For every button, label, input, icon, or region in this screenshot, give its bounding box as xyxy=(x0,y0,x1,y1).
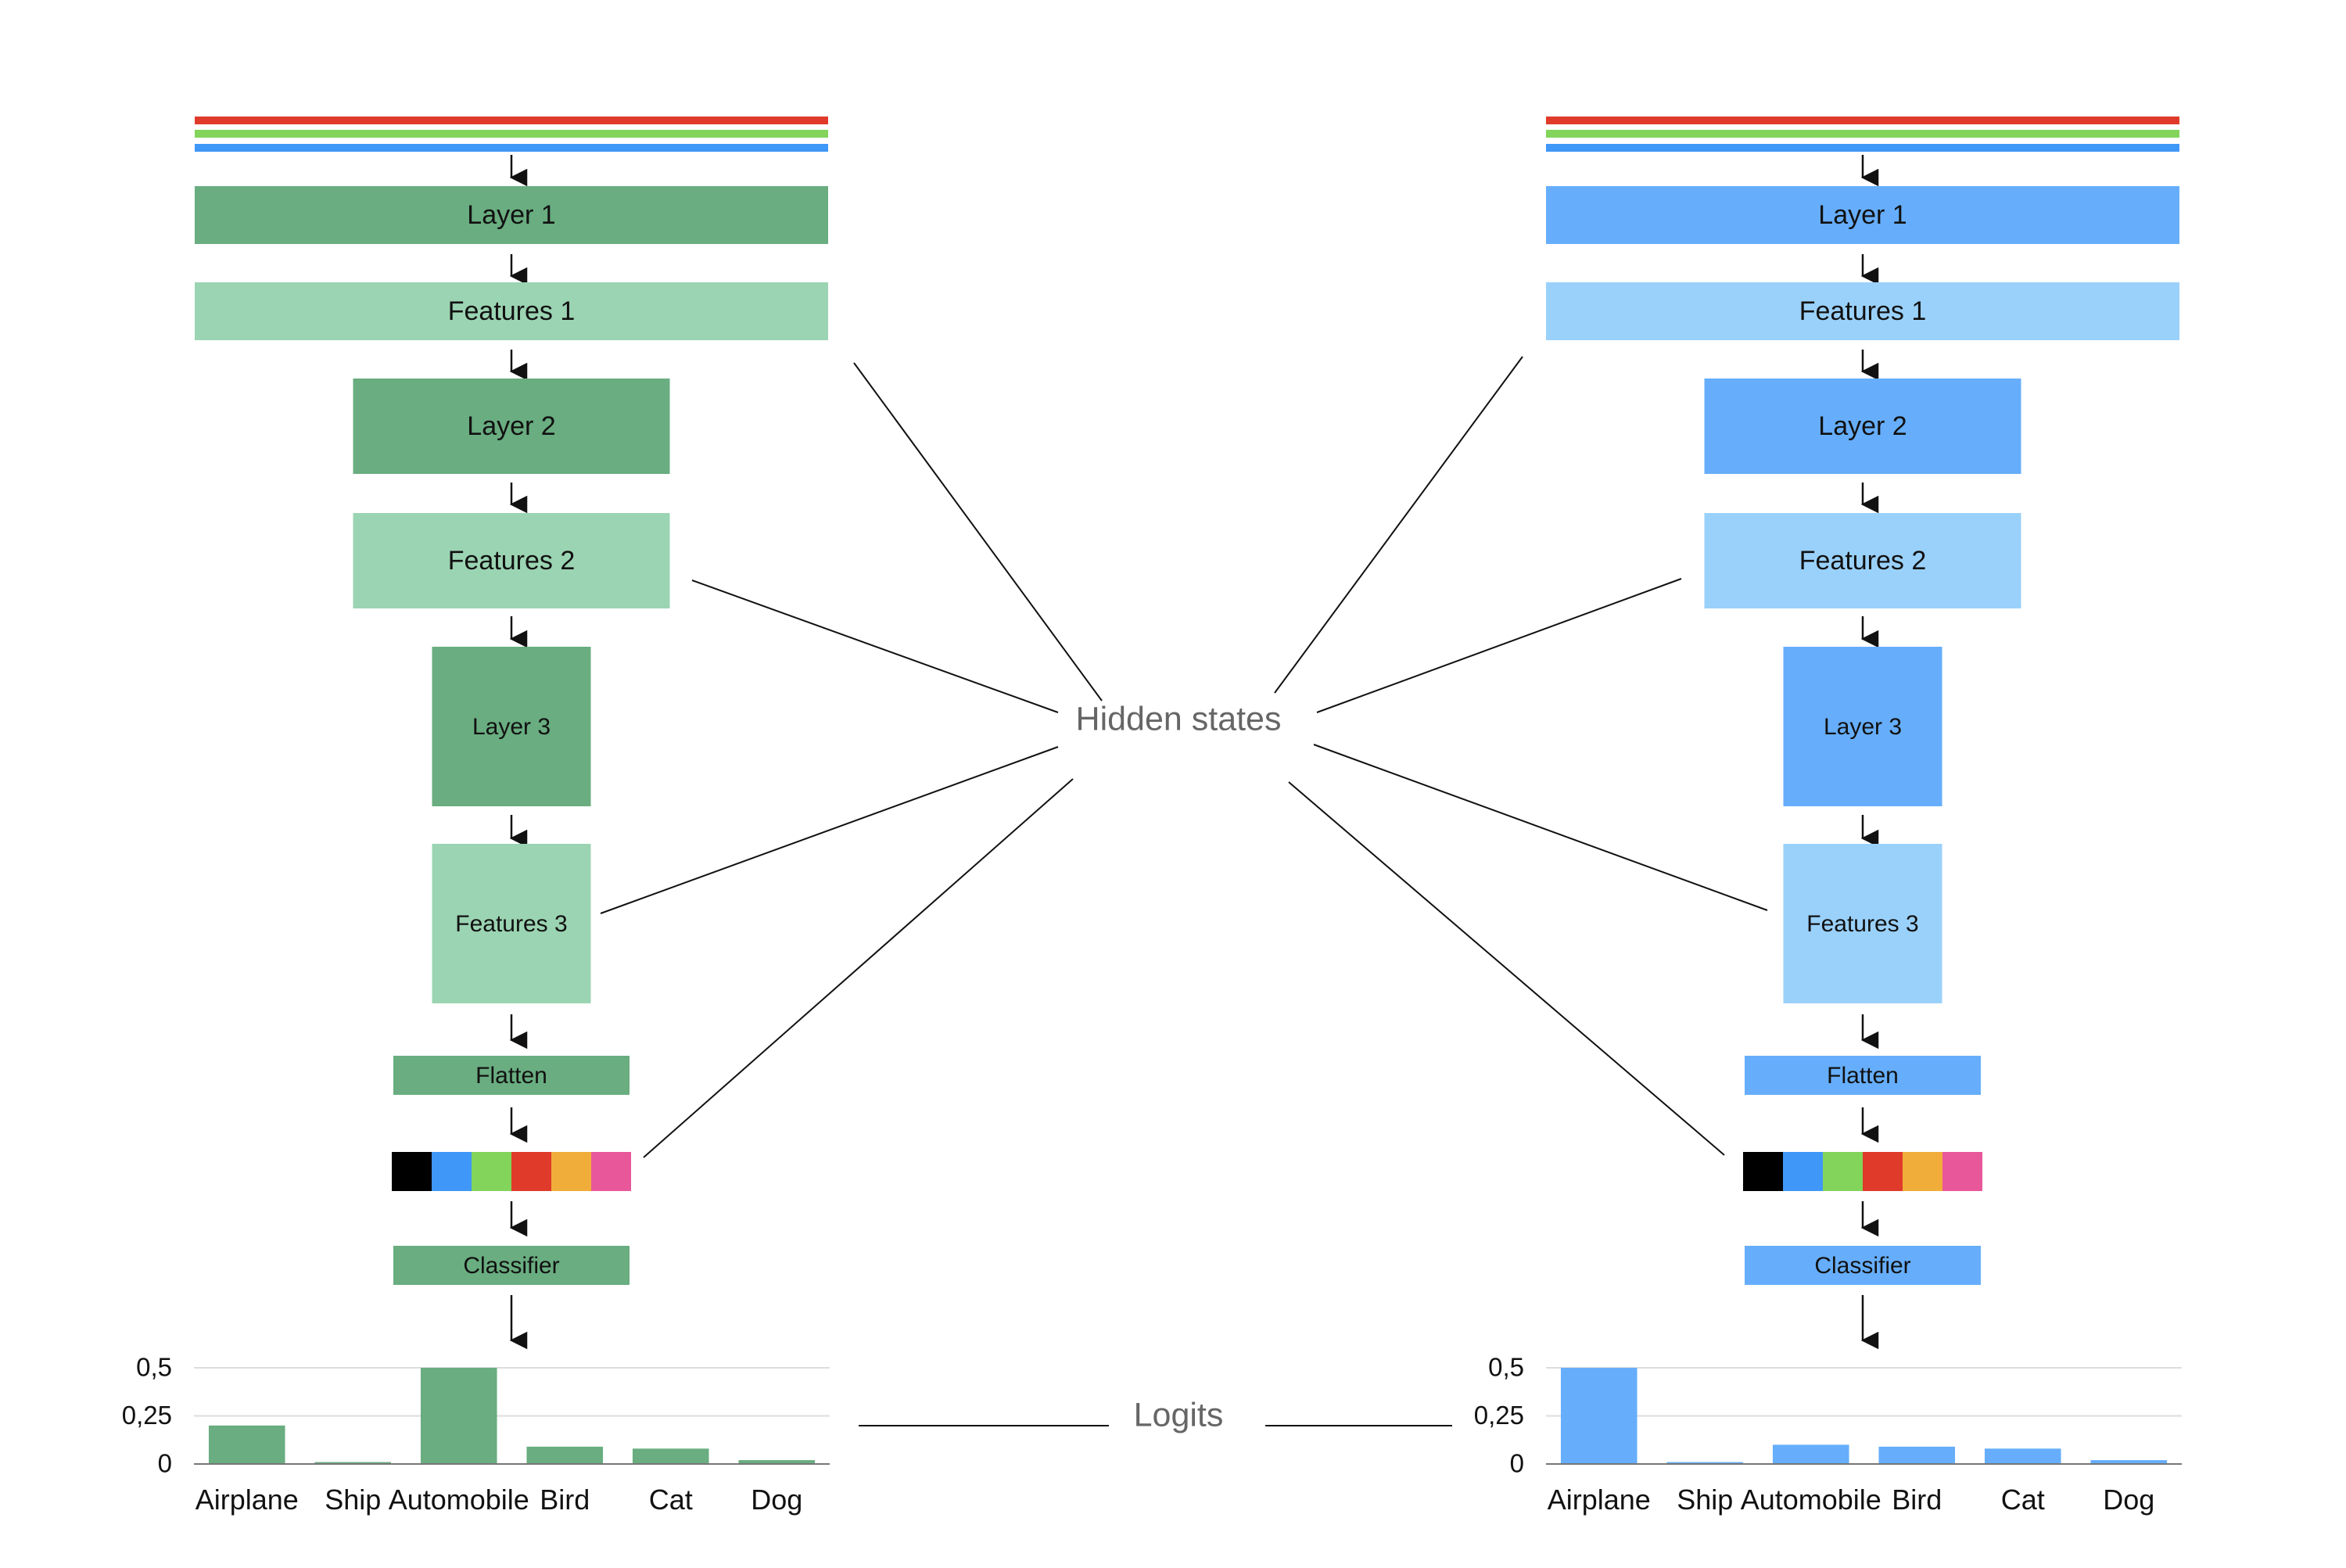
input-stripe-red xyxy=(195,117,828,124)
right-network: Layer 1 Features 1 Layer 2 Features 2 Layer … xyxy=(1546,117,2179,1350)
features-3-label: Features 3 xyxy=(455,911,567,937)
input-stripe-green xyxy=(195,130,828,138)
input-stripe-green xyxy=(1546,130,2179,138)
layer-1-block xyxy=(195,186,828,244)
flatten-block xyxy=(393,1056,630,1095)
x-tick-label-automobile: Automobile xyxy=(389,1484,529,1516)
flattened-vector-cell xyxy=(392,1152,432,1191)
bar-airplane xyxy=(1560,1368,1638,1464)
y-tick-label: 0 xyxy=(158,1449,172,1478)
layer-2-label: Layer 2 xyxy=(467,411,555,441)
features-1-label: Features 1 xyxy=(1799,296,1927,326)
classifier-label: Classifier xyxy=(463,1253,559,1279)
layer-3-label: Layer 3 xyxy=(472,714,551,740)
x-tick-label-bird: Bird xyxy=(540,1484,590,1516)
flattened-vector-cell xyxy=(1743,1152,1783,1191)
x-tick-label-dog: Dog xyxy=(751,1484,802,1516)
flatten-label: Flatten xyxy=(1827,1063,1899,1089)
classifier-label: Classifier xyxy=(1814,1253,1910,1279)
layer-3-block xyxy=(432,647,591,806)
features-2-block xyxy=(353,513,670,608)
x-tick-label-cat: Cat xyxy=(2001,1484,2045,1516)
connector-line xyxy=(1316,578,1682,713)
layer-3-label: Layer 3 xyxy=(1824,714,1902,740)
flattened-vector-cell xyxy=(1823,1152,1863,1191)
connector-line xyxy=(600,746,1059,914)
classifier-block xyxy=(393,1246,630,1285)
logits-label: Logits xyxy=(1134,1396,1224,1433)
bar-dog xyxy=(2090,1460,2168,1464)
features-1-block xyxy=(1546,282,2179,340)
bar-ship xyxy=(1666,1462,1744,1464)
features-3-block xyxy=(1783,844,1942,1003)
x-tick-label-cat: Cat xyxy=(649,1484,693,1516)
flattened-vector-cell xyxy=(1863,1152,1903,1191)
flattened-vector-cell xyxy=(472,1152,511,1191)
flattened-vector-cell xyxy=(1903,1152,1942,1191)
x-tick-label-ship: Ship xyxy=(325,1484,381,1516)
x-tick-label-ship: Ship xyxy=(1677,1484,1733,1516)
input-stripe-red xyxy=(1546,117,2179,124)
y-tick-label: 0,5 xyxy=(136,1353,172,1382)
y-tick-label: 0,5 xyxy=(1488,1353,1524,1382)
input-stripe-blue xyxy=(195,144,828,152)
features-3-block xyxy=(432,844,591,1003)
layer-2-block xyxy=(1704,379,2021,474)
connector-line xyxy=(691,579,1059,713)
layer-1-label: Layer 1 xyxy=(467,200,555,230)
connector-line xyxy=(1313,744,1768,911)
bar-automobile xyxy=(1772,1444,1849,1464)
hidden-states-label: Hidden states xyxy=(1076,700,1282,737)
connector-line xyxy=(1288,781,1725,1156)
bar-bird xyxy=(526,1446,604,1464)
bar-ship xyxy=(314,1462,392,1464)
x-tick-label-automobile: Automobile xyxy=(1741,1484,1881,1516)
flattened-vector-cell xyxy=(1942,1152,1982,1191)
flattened-vector-cell xyxy=(432,1152,472,1191)
layer-3-block xyxy=(1783,647,1942,806)
x-tick-label-airplane: Airplane xyxy=(1548,1484,1651,1516)
connector-line xyxy=(643,778,1074,1158)
flattened-vector-cell xyxy=(551,1152,591,1191)
annotation-connectors xyxy=(600,356,1768,1426)
features-1-label: Features 1 xyxy=(448,296,576,326)
y-tick-label: 0,25 xyxy=(122,1401,172,1430)
bar-dog xyxy=(738,1460,816,1464)
features-2-label: Features 2 xyxy=(1799,546,1927,576)
y-tick-label: 0,25 xyxy=(1474,1401,1524,1430)
connector-line xyxy=(853,362,1103,701)
features-2-block xyxy=(1704,513,2021,608)
x-tick-label-airplane: Airplane xyxy=(196,1484,299,1516)
x-tick-label-dog: Dog xyxy=(2103,1484,2154,1516)
layer-2-label: Layer 2 xyxy=(1818,411,1907,441)
flattened-vector-cell xyxy=(511,1152,551,1191)
layer-2-block xyxy=(353,379,670,474)
bar-cat xyxy=(1984,1448,2061,1464)
flattened-vector-cell xyxy=(591,1152,631,1191)
layer-1-label: Layer 1 xyxy=(1818,200,1907,230)
features-3-label: Features 3 xyxy=(1806,911,1918,937)
connector-line xyxy=(1274,356,1523,694)
features-1-block xyxy=(195,282,828,340)
bar-cat xyxy=(632,1448,709,1464)
bar-airplane xyxy=(208,1425,285,1464)
x-tick-label-bird: Bird xyxy=(1892,1484,1942,1516)
features-2-label: Features 2 xyxy=(448,546,576,576)
flatten-block xyxy=(1745,1056,1981,1095)
flatten-label: Flatten xyxy=(475,1063,547,1089)
y-tick-label: 0 xyxy=(1510,1449,1524,1478)
bar-automobile xyxy=(420,1368,497,1464)
flattened-vector-cell xyxy=(1783,1152,1823,1191)
classifier-block xyxy=(1745,1246,1981,1285)
layer-1-block xyxy=(1546,186,2179,244)
left-network: Layer 1 Features 1 Layer 2 Features 2 Layer … xyxy=(195,117,828,1350)
input-stripe-blue xyxy=(1546,144,2179,152)
bar-bird xyxy=(1878,1446,1956,1464)
